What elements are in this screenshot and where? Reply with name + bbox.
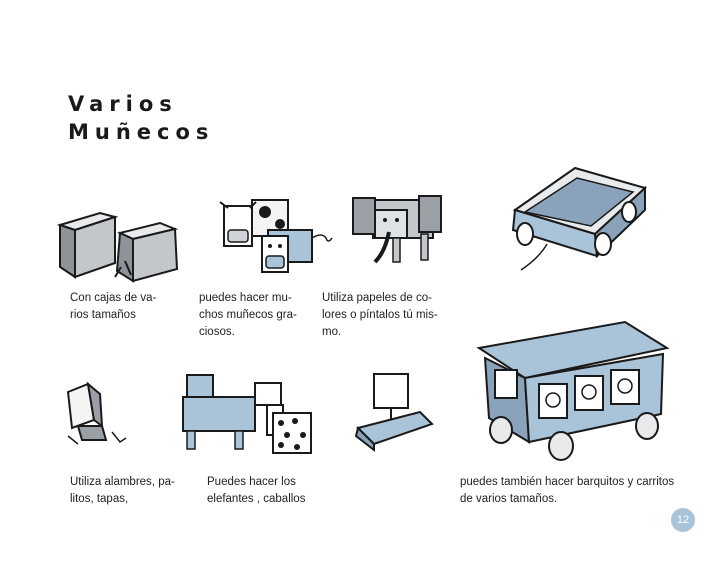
bus-illustration bbox=[476, 320, 670, 461]
caption-line: Utiliza papeles de co- bbox=[322, 292, 432, 304]
caption-dolls: puedes hacer mu- chos muñecos gra- cioso… bbox=[199, 290, 297, 341]
caption-line: Utiliza alambres, pa- bbox=[70, 476, 175, 488]
caption-line: chos muñecos gra- bbox=[199, 309, 297, 321]
wagon-illustration bbox=[511, 166, 647, 271]
elephant-illustration bbox=[352, 195, 442, 264]
caption-line: puedes hacer mu- bbox=[199, 292, 292, 304]
caption-animals: Puedes hacer los elefantes , caballos bbox=[207, 474, 305, 508]
caption-wires: Utiliza alambres, pa- litos, tapas, bbox=[70, 474, 175, 508]
page-title-line-1: Varios bbox=[68, 92, 178, 116]
caption-line: Con cajas de va- bbox=[70, 292, 157, 304]
caption-paper: Utiliza papeles de co- lores o píntalos … bbox=[322, 290, 438, 341]
caption-boxes: Con cajas de va- rios tamaños bbox=[70, 290, 156, 324]
caption-vehicles: puedes también hacer barquitos y carrito… bbox=[460, 474, 674, 508]
boxes-illustration bbox=[56, 211, 179, 283]
caption-line: litos, tapas, bbox=[70, 493, 129, 505]
page-title-line-2: Muñecos bbox=[68, 120, 215, 144]
caption-line: puedes también hacer barquitos y carrito… bbox=[460, 476, 675, 488]
page-number-badge: 12 bbox=[671, 508, 695, 532]
caption-line: mo. bbox=[322, 326, 342, 338]
cow-illustration bbox=[219, 199, 333, 273]
paper-figure-illustration bbox=[66, 381, 127, 445]
caption-line: lores o píntalos tú mis- bbox=[322, 309, 438, 321]
caption-line: Puedes hacer los bbox=[207, 476, 296, 488]
caption-line: elefantes , caballos bbox=[207, 493, 306, 505]
sailboat-illustration bbox=[354, 373, 434, 453]
caption-line: de varios tamaños. bbox=[460, 493, 558, 505]
caption-line: ciosos. bbox=[199, 326, 235, 338]
caption-line: rios tamaños bbox=[70, 309, 136, 321]
horse-giraffe-illustration bbox=[182, 374, 312, 454]
